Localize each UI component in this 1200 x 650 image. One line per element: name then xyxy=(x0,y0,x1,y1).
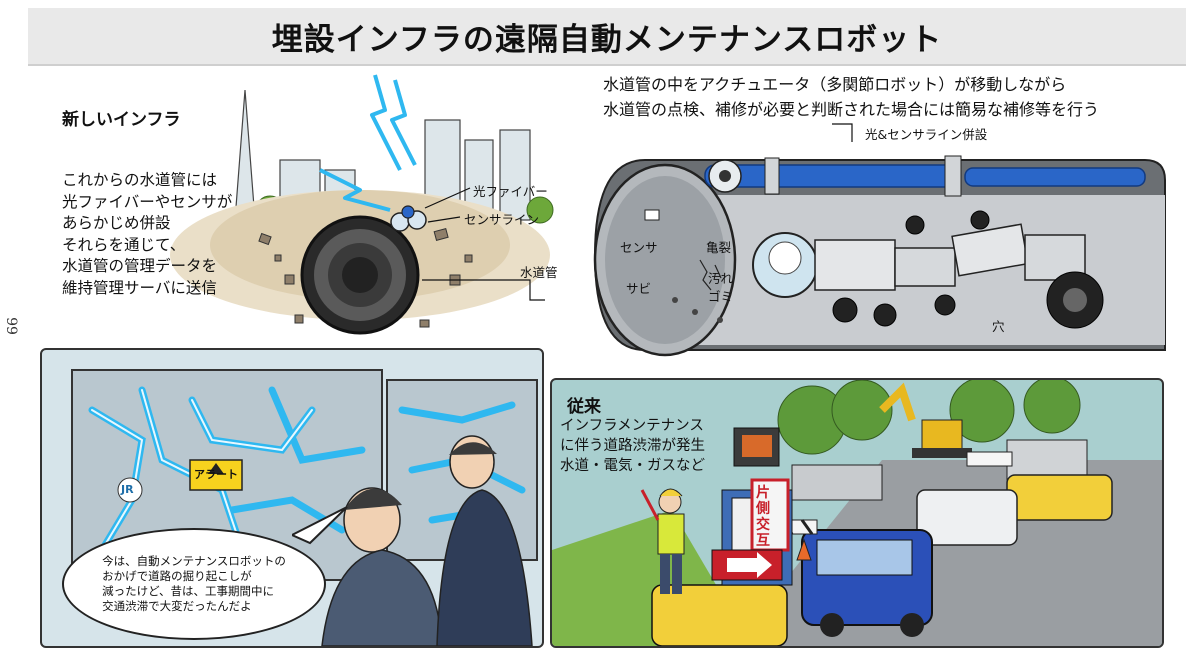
page-title: 埋設インフラの遠隔自動メンテナンスロボット xyxy=(271,21,943,58)
traditional-body: インフラメンテナンス に伴う道路渋滞が発生 水道・電気・ガスなど xyxy=(560,418,705,474)
new-infra-body: これからの水道管には 光ファイバーやセンサが あらかじめ併設 それらを通じて、 … xyxy=(62,171,233,297)
title-bar: 埋設インフラの遠隔自動メンテナンスロボット xyxy=(28,8,1186,66)
leader-line-icon xyxy=(832,123,853,142)
speech-text: 今は、自動メンテナンスロボットの おかげで道路の掘り起こしが 減ったけど、昔は、… xyxy=(102,554,286,613)
one-lane-sign-label: 片側交互 xyxy=(756,485,770,549)
speech-tail-icon xyxy=(292,506,348,545)
page-number: 99 xyxy=(2,317,19,335)
sensor-cable-icon xyxy=(704,164,956,188)
speech-bubble: 今は、自動メンテナンスロボットの おかげで道路の掘り起こしが 減ったけど、昔は、… xyxy=(62,528,326,640)
trash-label: ゴミ xyxy=(708,289,734,304)
rust-label: サビ xyxy=(626,281,652,296)
traffic-panel xyxy=(550,378,1164,648)
pipe-label: 水道管 xyxy=(520,265,558,280)
traditional-heading: 従来 xyxy=(567,397,601,417)
control-room-panel: アラート JR xyxy=(40,348,544,648)
excavator-icon xyxy=(879,382,972,458)
dirt-label: 汚れ xyxy=(708,271,734,286)
fiber-label: 光ファイバー xyxy=(473,184,548,199)
line-label: 光&センサライン併設 xyxy=(865,127,988,142)
sensor-label: センサ xyxy=(620,240,658,255)
new-infra-heading: 新しいインフラ xyxy=(62,110,181,130)
alert-label: アラート xyxy=(194,468,238,481)
hole-label: 穴 xyxy=(992,319,1005,334)
robot-caption: 水道管の中をアクチュエータ（多関節ロボット）が移動しながら 水道管の点検、補修が… xyxy=(603,75,1100,119)
traffic-scene xyxy=(552,380,1162,646)
buried-pipe-illustration xyxy=(170,74,554,335)
control-room-scene xyxy=(71,369,538,646)
robot-pipe-illustration xyxy=(593,155,1166,357)
jr-label: JR xyxy=(121,483,134,496)
one-lane-sign-icon xyxy=(750,478,790,552)
crack-label: 亀裂 xyxy=(706,240,732,255)
sensor-line-label: センサライン xyxy=(464,212,540,227)
